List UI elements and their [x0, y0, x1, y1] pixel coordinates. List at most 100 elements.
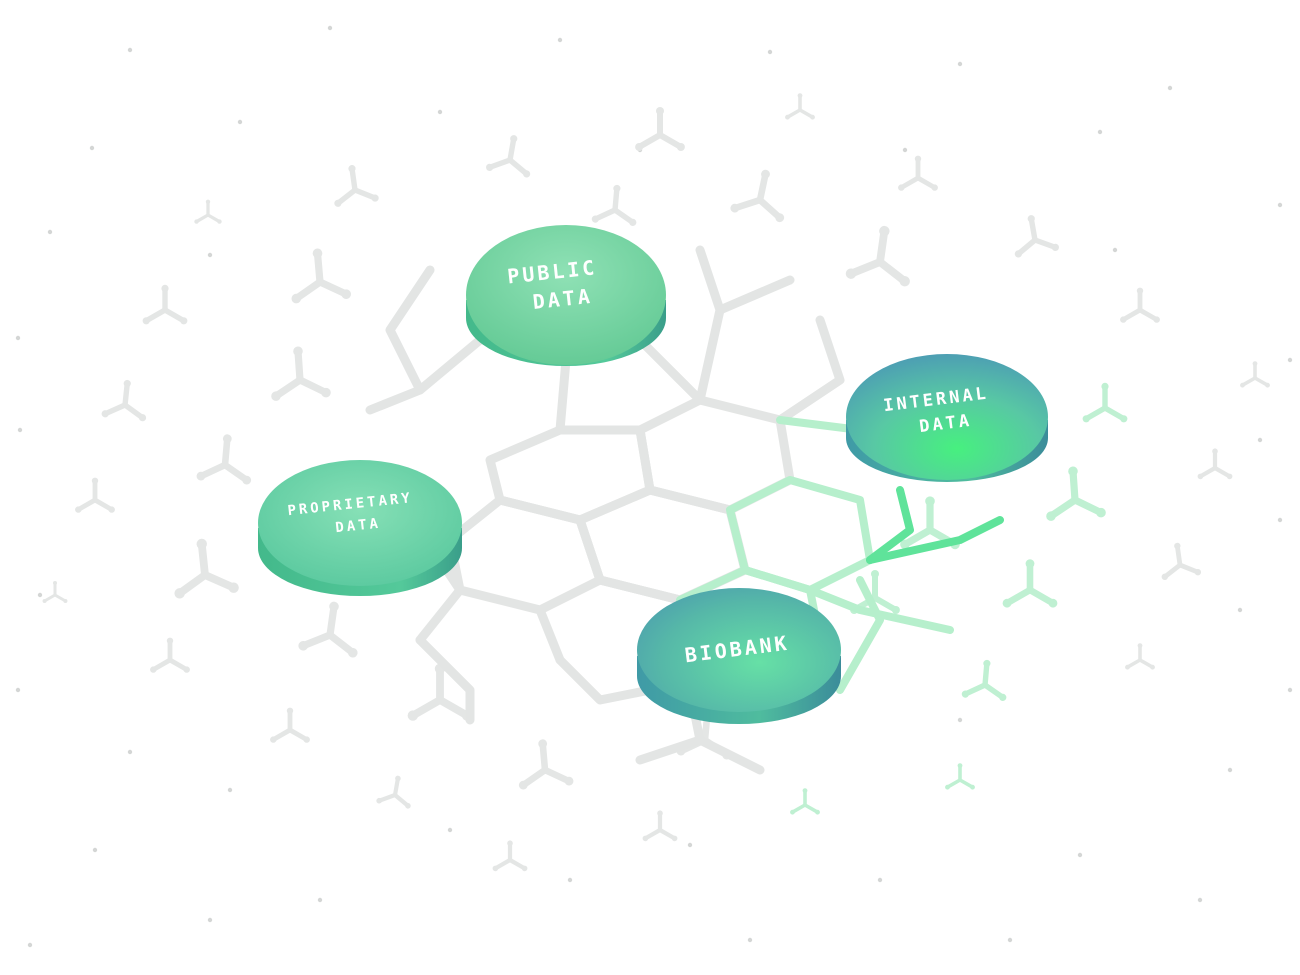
background-dot [437, 109, 443, 115]
linker-icon [407, 663, 473, 721]
linker-icon [291, 248, 352, 304]
background-dot [17, 427, 23, 433]
linker-icon [591, 184, 637, 226]
linker-icon [486, 135, 531, 178]
mesh-link [555, 355, 571, 435]
linker-icon [730, 169, 785, 223]
linker-icon [492, 840, 528, 872]
node-label-line: DATA [335, 516, 382, 537]
linker-icon [635, 107, 685, 151]
disc-top [466, 225, 666, 365]
disc-top [258, 460, 462, 586]
node-internal-data[interactable]: INTERNAL DATA [846, 354, 1048, 482]
linker-icon [194, 199, 222, 224]
mesh-link [635, 335, 705, 405]
background-dot [1287, 687, 1293, 693]
background-dot [1007, 937, 1013, 943]
background-dot [767, 49, 773, 55]
background-dot [957, 61, 963, 67]
linker-icon [1120, 287, 1160, 323]
mesh-link [555, 655, 655, 705]
linker-icon [945, 763, 975, 790]
background-dot [1287, 357, 1293, 363]
background-dot [447, 827, 453, 833]
linker-icon [898, 155, 938, 191]
background-dot [557, 37, 563, 43]
background-dot [1227, 767, 1233, 773]
linker-icon [376, 775, 411, 809]
mesh-link [836, 576, 884, 694]
background-dot [327, 25, 333, 31]
linker-icon [1197, 448, 1233, 480]
background-dot [207, 917, 213, 923]
mesh-link [806, 586, 954, 634]
background-dot [207, 252, 213, 258]
background-dot [747, 937, 753, 943]
background-dot [89, 145, 95, 151]
background-dot [957, 717, 963, 723]
linker-icon [1002, 559, 1058, 608]
linker-icon [1161, 542, 1202, 581]
node-biobank[interactable]: BIOBANK [637, 588, 841, 724]
background-dot [47, 229, 53, 235]
linker-icon [1082, 382, 1128, 423]
linker-icon [271, 346, 331, 401]
background-dot [27, 942, 33, 948]
linker-icon [42, 581, 68, 603]
linker-icon [334, 165, 379, 207]
mesh-link [715, 275, 795, 315]
node-public-data[interactable]: PUBLIC DATA [466, 225, 666, 366]
background-dot [15, 687, 21, 693]
background-dot [227, 787, 233, 793]
hex-mesh [365, 245, 1004, 775]
mesh-link [695, 735, 765, 775]
linker-icon [1014, 215, 1059, 258]
background-dot [1077, 852, 1083, 858]
linker-icon [142, 284, 188, 325]
node-proprietary-data[interactable]: PROPRIETARY DATA [258, 460, 462, 596]
background-dot [127, 47, 133, 53]
background-dot [1237, 607, 1243, 613]
mesh-link [365, 335, 485, 415]
linker-icon [101, 379, 147, 422]
linker-icon [196, 434, 252, 485]
background-dot [1097, 129, 1103, 135]
background-dot [1197, 897, 1203, 903]
linker-icon [785, 93, 815, 120]
mesh-cell [535, 605, 565, 665]
background-dot [92, 847, 98, 853]
linker-icon [1046, 466, 1106, 521]
background-dot [1257, 437, 1263, 443]
background-dot [1112, 247, 1118, 253]
background-dot [877, 877, 883, 883]
disc-top [846, 354, 1048, 480]
background-dot [237, 119, 243, 125]
linker-icon [518, 739, 574, 790]
linker-icon [790, 788, 820, 815]
background-dot [902, 147, 908, 153]
linker-icon [845, 225, 910, 287]
mesh-link [695, 245, 725, 405]
background-dot [15, 335, 21, 341]
linker-icon [174, 538, 239, 599]
mesh-link [415, 635, 475, 725]
linker-icon [1125, 643, 1155, 670]
mesh-link-active [866, 516, 1004, 564]
linker-icon [961, 659, 1007, 701]
scattered-linkers [42, 93, 1270, 872]
linker-icon [270, 707, 310, 743]
mesh-link-active [866, 486, 914, 564]
background-dot [687, 842, 693, 848]
background-dot [1167, 85, 1173, 91]
background-dot [127, 749, 133, 755]
linker-icon [298, 601, 358, 658]
background-dot [567, 877, 573, 883]
disc-top [637, 588, 841, 712]
linker-icon [1240, 361, 1270, 388]
background-dot [1277, 202, 1283, 208]
mesh-link [775, 315, 845, 425]
background-dot [317, 897, 323, 903]
mesh-link [385, 265, 435, 395]
background-dot [37, 592, 43, 598]
